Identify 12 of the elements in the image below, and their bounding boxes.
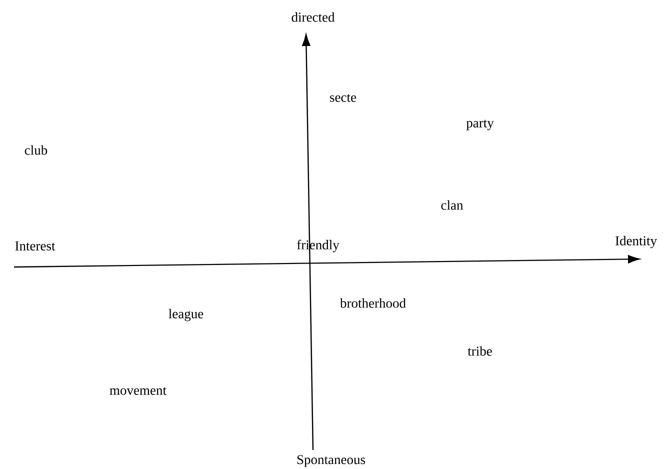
axis-label: Interest xyxy=(15,242,56,250)
axis-label: Identity xyxy=(616,236,657,248)
axis-label: Spontaneous xyxy=(297,455,366,467)
word-label: movement xyxy=(110,387,166,395)
axis-label: directed xyxy=(292,12,335,22)
word-label: league xyxy=(168,308,204,322)
word-label: brotherhood xyxy=(340,298,406,308)
word-label: clan xyxy=(441,200,464,210)
word-label: club xyxy=(24,145,48,155)
word-label: secte xyxy=(330,94,356,102)
word-label: tribe xyxy=(468,346,492,356)
word-label: party xyxy=(466,120,494,130)
